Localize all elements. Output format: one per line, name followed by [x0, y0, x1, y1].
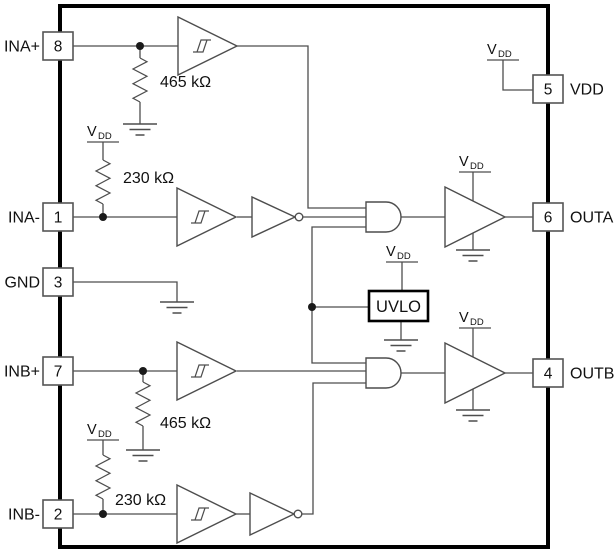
- hysteresis-icon: [193, 39, 211, 53]
- vdd-label: V: [459, 154, 469, 170]
- resistor-230k-b-label: 230 kΩ: [115, 492, 166, 509]
- vdd-symbol-driver-b: V DD: [459, 310, 491, 329]
- resistors: [94, 57, 152, 500]
- wires: [73, 45, 533, 515]
- wire-vdd-to-pin5: [502, 60, 533, 91]
- ic-outline: [58, 4, 550, 549]
- vdd-label: V: [386, 244, 396, 260]
- pin-labels: INA+ INA- GND INB+ INB- VDD OUTA OUTB: [4, 39, 614, 524]
- resistor-230k-a-label: 230 kΩ: [123, 170, 174, 187]
- and-gate-a-icon: [365, 201, 402, 233]
- wire-pin3-to-ground: [73, 281, 178, 302]
- inverter-bubble-icon: [293, 509, 303, 519]
- pin-label-outa: OUTA: [570, 210, 614, 227]
- uvlo-block: UVLO: [367, 289, 430, 323]
- uvlo-label: UVLO: [376, 298, 421, 316]
- and-gate-b-icon: [365, 357, 402, 389]
- resistor-465k-a-label: 465 kΩ: [160, 74, 211, 91]
- pin-number: 6: [544, 210, 553, 227]
- schmitt-trigger-b-icon: [176, 340, 238, 402]
- vdd-label-sub: DD: [498, 49, 512, 60]
- pin-number: 4: [544, 366, 553, 383]
- pin-5: 5: [532, 74, 564, 104]
- vdd-label-sub: DD: [98, 131, 112, 142]
- ground-icon-r465a: [123, 123, 157, 136]
- vdd-symbol-r230a: V DD: [87, 124, 119, 143]
- inverter-b-icon: [249, 491, 303, 537]
- hysteresis-icon: [191, 507, 209, 521]
- vdd-symbol-pin5: V DD: [487, 42, 519, 61]
- inverter-bubble-icon: [294, 212, 304, 222]
- wire-uvlo-net: [311, 226, 366, 364]
- vdd-label: V: [87, 422, 97, 438]
- driver-a-icon: [444, 185, 507, 249]
- pin-8: 8: [42, 31, 74, 61]
- pin-6: 6: [532, 202, 564, 232]
- vdd-symbols: V DD V DD V DD V DD V DD V DD: [87, 42, 519, 441]
- resistor-230k-b: [94, 454, 112, 500]
- vdd-symbol-r230b: V DD: [87, 422, 119, 441]
- pin-7: 7: [42, 356, 74, 386]
- schmitt-trigger-a2-icon: [176, 186, 238, 248]
- pin-number: 2: [54, 507, 63, 524]
- schmitt-trigger-b2-icon: [176, 483, 238, 545]
- junction-dot: [136, 42, 144, 50]
- vdd-label: V: [487, 42, 497, 58]
- resistor-230k-a: [94, 159, 112, 205]
- wire-schmitt-a-to-and-a: [237, 45, 366, 209]
- pin-4: 4: [532, 358, 564, 388]
- pin-label-vdd: VDD: [570, 82, 604, 99]
- resistor-465k-a: [131, 57, 149, 103]
- junction-dot: [139, 367, 147, 375]
- pin-number: 8: [54, 39, 63, 56]
- pin-2: 2: [42, 499, 74, 529]
- driver-b-icon: [444, 341, 507, 405]
- vdd-symbol-driver-a: V DD: [459, 154, 491, 173]
- ground-icon-pin3: [160, 301, 194, 314]
- vdd-label: V: [459, 310, 469, 326]
- vdd-label-sub: DD: [397, 251, 411, 262]
- hysteresis-icon: [191, 364, 209, 378]
- pin-label-ina-minus: INA-: [8, 210, 40, 227]
- ground-icon-uvlo: [384, 339, 418, 352]
- vdd-label-sub: DD: [98, 429, 112, 440]
- junction-dot: [99, 510, 107, 518]
- ground-icon-r465b: [126, 449, 160, 462]
- pin-label-ina-plus: INA+: [4, 39, 40, 56]
- ground-icon-driver-b: [456, 409, 490, 422]
- pins: 8 1 3 7 2 5 6 4: [42, 31, 564, 529]
- pin-label-gnd: GND: [4, 275, 40, 292]
- resistor-labels: 465 kΩ 230 kΩ 465 kΩ 230 kΩ: [115, 74, 211, 509]
- wire-inv-b-to-and-b: [302, 382, 366, 515]
- pin-number: 1: [54, 210, 63, 227]
- ground-symbols: [123, 123, 490, 462]
- logic-symbols: UVLO: [176, 15, 507, 545]
- junction-dots: [99, 42, 316, 518]
- junction-dot: [99, 213, 107, 221]
- vdd-label-sub: DD: [470, 317, 484, 328]
- vdd-label: V: [87, 124, 97, 140]
- pin-number: 5: [544, 82, 553, 99]
- resistor-465k-b: [134, 381, 152, 427]
- pin-number: 7: [54, 364, 63, 381]
- pin-number: 3: [54, 275, 63, 292]
- resistor-465k-b-label: 465 kΩ: [160, 415, 211, 432]
- vdd-label-sub: DD: [470, 161, 484, 172]
- junction-dot: [308, 303, 316, 311]
- schmitt-trigger-a-icon: [177, 15, 239, 77]
- pin-label-inb-plus: INB+: [4, 364, 40, 381]
- pin-3: 3: [42, 267, 74, 297]
- pin-1: 1: [42, 202, 74, 232]
- vdd-symbol-uvlo: V DD: [386, 244, 418, 263]
- inverter-a-icon: [251, 195, 304, 239]
- pin-label-inb-minus: INB-: [8, 507, 40, 524]
- pin-label-outb: OUTB: [570, 366, 614, 383]
- ground-icon-driver-a: [456, 249, 490, 262]
- hysteresis-icon: [191, 210, 209, 224]
